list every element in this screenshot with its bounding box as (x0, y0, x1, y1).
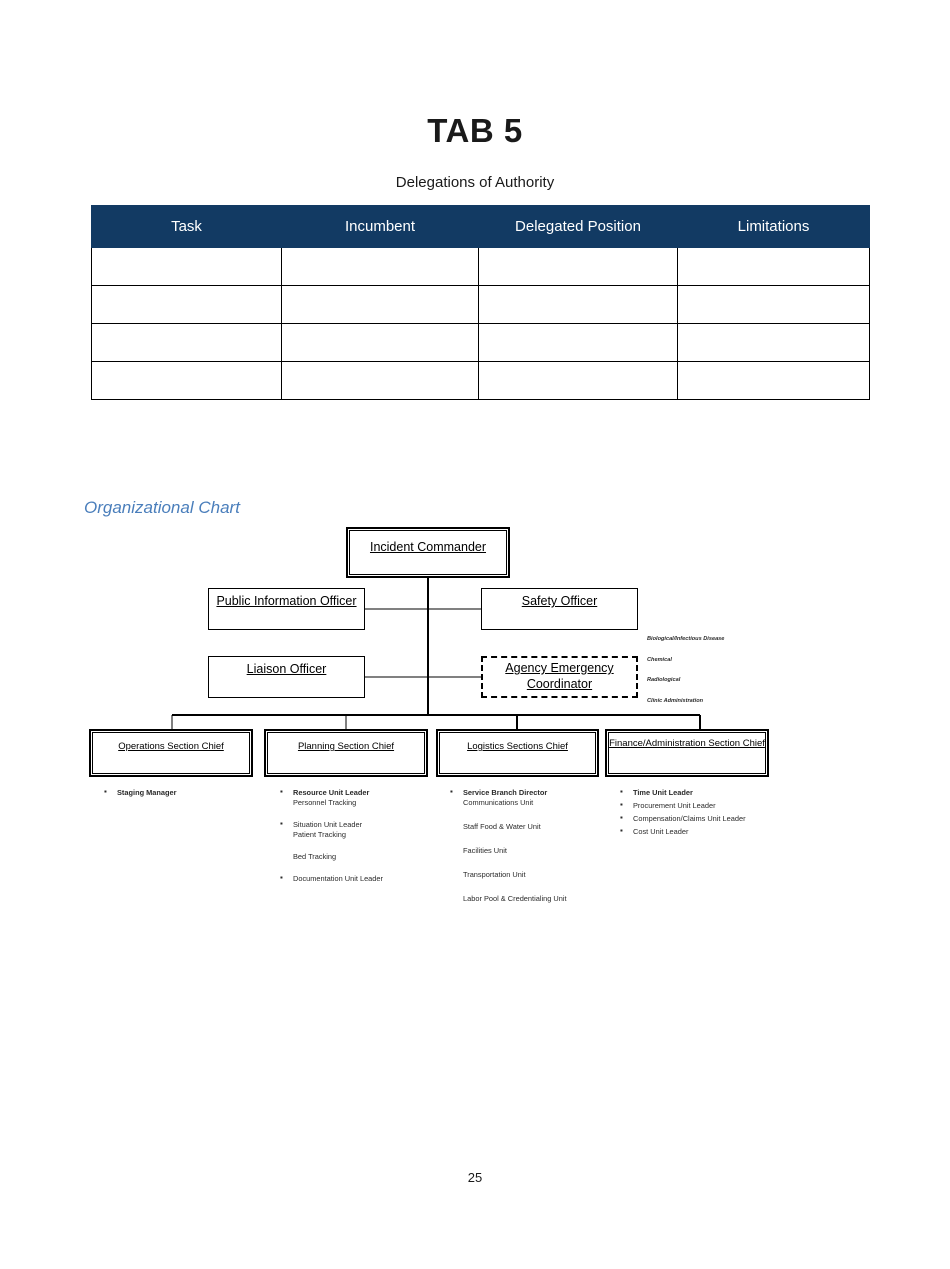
org-node-label: Incident Commander (369, 540, 487, 554)
org-node-operations-section-chief[interactable]: Operations Section Chief (92, 732, 250, 774)
unit-title: Time Unit Leader (633, 788, 693, 797)
cell-limitations[interactable] (677, 285, 870, 324)
hazard-annotation-list: Biological/Infectious Disease Chemical R… (647, 636, 777, 704)
unit-title: Situation Unit Leader (293, 819, 363, 829)
cell-incumbent[interactable] (281, 247, 479, 286)
org-node-planning-section-chief[interactable]: Planning Section Chief (267, 732, 425, 774)
unit-title: Documentation Unit Leader (293, 873, 383, 883)
org-node-agency-emergency-coordinator[interactable]: Agency Emergency Coordinator (481, 656, 638, 698)
cell-limitations[interactable] (677, 247, 870, 286)
cell-limitations[interactable] (677, 323, 870, 362)
list-item: Service Branch Director Communications U… (450, 787, 605, 808)
list-item: Resource Unit Leader Personnel Tracking (280, 787, 430, 808)
list-item: Labor Pool & Credentialing Unit (450, 894, 605, 904)
cell-delegated-position[interactable] (478, 285, 678, 324)
unit-title: Compensation/Claims Unit Leader (633, 813, 746, 823)
cell-incumbent[interactable] (281, 323, 479, 362)
org-node-liaison-officer[interactable]: Liaison Officer (208, 656, 365, 698)
cell-task[interactable] (91, 285, 282, 324)
unit-title: Staging Manager (117, 788, 177, 797)
hazard-item: Clinic Administration (647, 697, 704, 704)
list-item: Documentation Unit Leader (280, 873, 430, 884)
org-node-label: Planning Section Chief (297, 741, 395, 752)
delegations-of-authority-table: Task Incumbent Delegated Position Limita… (91, 205, 870, 400)
list-item: Facilities Unit (450, 846, 605, 856)
list-item: Bed Tracking (280, 852, 430, 862)
org-node-incident-commander[interactable]: Incident Commander (349, 530, 507, 575)
column-header-delegated-position: Delegated Position (478, 205, 678, 248)
unit-subitem: Bed Tracking (293, 851, 337, 861)
page-number: 25 (467, 1170, 483, 1185)
org-node-label: Operations Section Chief (118, 741, 224, 752)
unit-subitem: Communications Unit (463, 797, 534, 807)
table-header-row: Task Incumbent Delegated Position Limita… (91, 205, 870, 248)
unit-subitem: Personnel Tracking (293, 797, 357, 807)
table-row (91, 323, 870, 362)
list-item: Procurement Unit Leader (620, 800, 770, 811)
org-node-logistics-sections-chief[interactable]: Logistics Sections Chief (439, 732, 596, 774)
cell-delegated-position[interactable] (478, 247, 678, 286)
page-title: TAB 5 (427, 112, 523, 149)
list-item: Cost Unit Leader (620, 826, 770, 837)
unit-list-operations: Staging Manager (104, 787, 254, 801)
unit-subitem: Facilities Unit (463, 845, 507, 855)
table-caption: Delegations of Authority (395, 174, 555, 191)
column-header-task: Task (91, 205, 282, 248)
org-node-label: Finance/Administration Section Chief (609, 738, 765, 749)
unit-title: Service Branch Director (463, 788, 548, 797)
list-item: Staff Food & Water Unit (450, 822, 605, 832)
list-item: Staging Manager (104, 787, 254, 798)
cell-incumbent[interactable] (281, 361, 479, 400)
unit-subitem: Labor Pool & Credentialing Unit (463, 893, 567, 903)
org-node-label: Safety Officer (521, 594, 598, 608)
unit-subitem: Transportation Unit (463, 869, 526, 879)
table-row (91, 247, 870, 286)
hazard-item: Radiological (647, 677, 681, 684)
cell-task[interactable] (91, 323, 282, 362)
unit-title: Resource Unit Leader (293, 788, 370, 797)
cell-delegated-position[interactable] (478, 361, 678, 400)
org-node-label: Liaison Officer (246, 662, 327, 676)
org-node-label: Public Information Officer (216, 594, 357, 608)
unit-list-logistics: Service Branch Director Communications U… (450, 787, 605, 907)
cell-task[interactable] (91, 361, 282, 400)
cell-delegated-position[interactable] (478, 323, 678, 362)
table-row (91, 285, 870, 324)
list-item: Transportation Unit (450, 870, 605, 880)
org-node-public-information-officer[interactable]: Public Information Officer (208, 588, 365, 630)
hazard-item: Biological/Infectious Disease (647, 636, 725, 642)
cell-task[interactable] (91, 247, 282, 286)
unit-title: Cost Unit Leader (633, 826, 689, 836)
unit-subitem: Staff Food & Water Unit (463, 821, 541, 831)
list-item: Situation Unit Leader Patient Tracking (280, 819, 430, 840)
unit-list-planning: Resource Unit Leader Personnel Tracking … (280, 787, 430, 887)
hazard-item: Chemical (647, 656, 672, 663)
org-node-label: Agency Emergency Coordinator (505, 661, 614, 691)
org-node-label: Logistics Sections Chief (467, 741, 568, 752)
cell-limitations[interactable] (677, 361, 870, 400)
unit-title: Procurement Unit Leader (633, 800, 716, 810)
org-node-finance-administration-section-chief[interactable]: Finance/Administration Section Chief (608, 732, 766, 774)
unit-subitem: Patient Tracking (293, 829, 346, 839)
table-row (91, 361, 870, 400)
list-item: Time Unit Leader (620, 787, 770, 798)
cell-incumbent[interactable] (281, 285, 479, 324)
org-node-safety-officer[interactable]: Safety Officer (481, 588, 638, 630)
column-header-limitations: Limitations (677, 205, 870, 248)
unit-list-finance: Time Unit Leader Procurement Unit Leader… (620, 787, 770, 840)
list-item: Compensation/Claims Unit Leader (620, 813, 770, 824)
org-chart-heading: Organizational Chart (84, 498, 240, 517)
column-header-incumbent: Incumbent (281, 205, 479, 248)
